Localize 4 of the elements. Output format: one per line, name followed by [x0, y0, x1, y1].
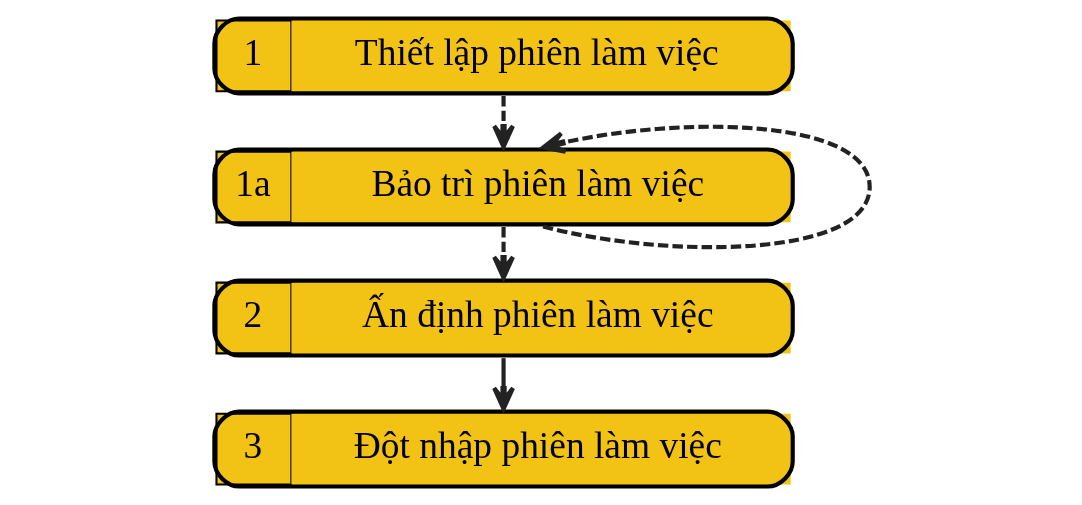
- arrow: [492, 227, 515, 280]
- arrow: [541, 124, 872, 250]
- arrow: [492, 358, 515, 412]
- arrow: [492, 96, 515, 149]
